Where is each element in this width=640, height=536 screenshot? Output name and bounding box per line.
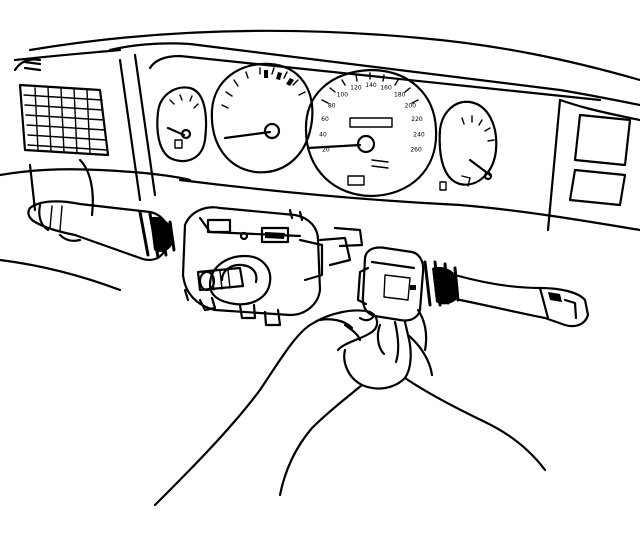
dash-top-edge (28, 29, 640, 82)
left-hand (153, 309, 379, 507)
odometer-display (349, 117, 393, 128)
speedometer-tick-label: 240 (413, 131, 425, 138)
combination-switch-housing (181, 206, 364, 327)
speedometer-tick-label: 160 (380, 84, 392, 91)
speedometer-tick-label: 140 (365, 82, 377, 89)
trip-reset-knob (347, 175, 365, 186)
thermometer-icon (439, 181, 447, 191)
cluster-hood (108, 42, 640, 107)
steering-column-boss (208, 254, 272, 306)
right-switch-module (356, 246, 425, 322)
speedometer-tick-label: 80 (328, 103, 336, 110)
fuel-gauge (156, 86, 208, 163)
speedometer-tick-label: 260 (410, 146, 422, 153)
left-stalk (27, 200, 176, 261)
switch-tab-right (260, 226, 290, 244)
speedometer-tick-label: 200 (405, 103, 417, 110)
speedometer-tick-label: 180 (394, 92, 406, 99)
right-switch-panel (573, 113, 632, 167)
dashboard (0, 29, 640, 292)
speedometer-tick-label: 40 (319, 131, 327, 138)
fuel-pump-icon (174, 139, 183, 149)
stalk-button (548, 292, 562, 302)
speedometer-tick-label: 120 (350, 84, 362, 91)
speedometer-tick-label: 220 (411, 116, 423, 123)
cluster-bottom (178, 178, 640, 232)
air-vent (18, 83, 110, 157)
speedometer-tick-label: 100 (337, 92, 349, 99)
right-hand (278, 308, 547, 497)
switch-tab-left (206, 218, 232, 234)
temperature-gauge (438, 100, 498, 191)
tachometer (210, 62, 314, 174)
speedometer-tick-label: 20 (322, 146, 330, 153)
right-stalk (423, 260, 590, 328)
speedometer-tick-label: 60 (321, 116, 329, 123)
